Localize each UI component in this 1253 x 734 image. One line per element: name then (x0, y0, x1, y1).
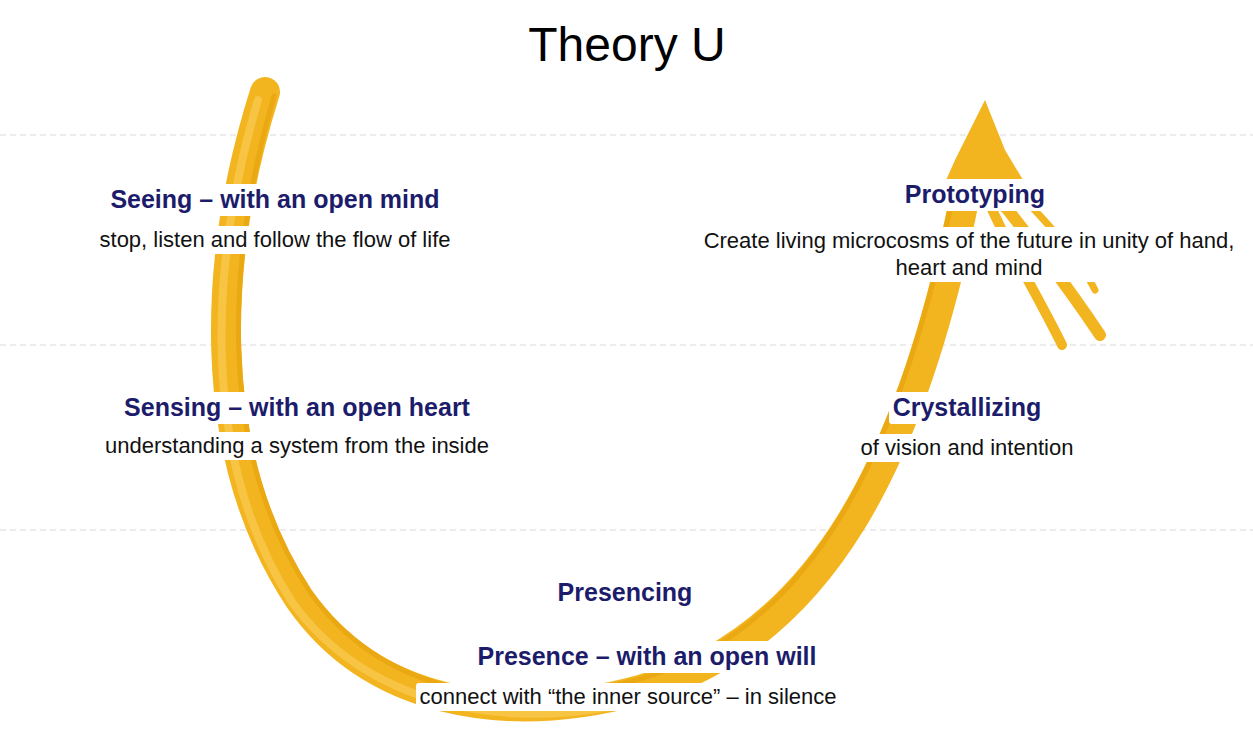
stage-heading: Presencing (554, 577, 697, 608)
stage-heading: Crystallizing (889, 392, 1046, 423)
stage-heading: Seeing – with an open mind (106, 184, 443, 215)
arrow-head (935, 100, 1100, 345)
stage-heading: Sensing – with an open heart (120, 392, 474, 423)
stage-description: understanding a system from the inside (101, 432, 493, 460)
stage-description: Create living microcosms of the future i… (689, 227, 1249, 282)
stage-description: stop, listen and follow the flow of life (96, 226, 455, 254)
stage-description: of vision and intention (857, 434, 1078, 462)
stage-description: connect with “the inner source” – in sil… (416, 683, 841, 711)
guide-line (0, 134, 1253, 136)
diagram-title: Theory U (524, 15, 729, 75)
stage-heading: Presence – with an open will (474, 641, 821, 672)
guide-line (0, 529, 1253, 531)
guide-lines (0, 135, 1253, 530)
stage-heading: Prototyping (901, 179, 1049, 210)
